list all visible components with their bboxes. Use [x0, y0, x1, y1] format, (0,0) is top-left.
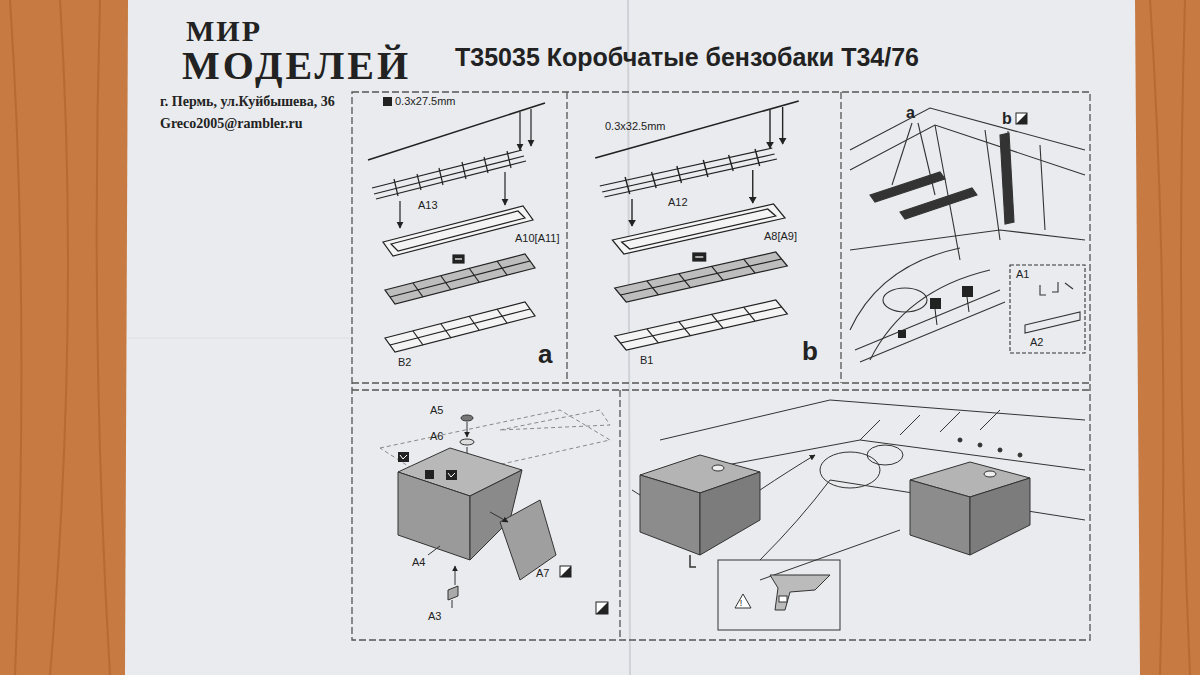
part-number: B2 [398, 356, 411, 368]
part-number: A7 [536, 567, 549, 579]
part-number: A3 [428, 610, 441, 622]
part-number: A2 [1030, 336, 1043, 348]
part-number: A1 [1016, 268, 1029, 280]
logo-text: МОДЕЛЕЙ [182, 44, 411, 88]
part-number: A5 [430, 404, 443, 416]
step-letter: a [906, 104, 915, 122]
dimension: 0.3x32.5mm [605, 120, 666, 132]
step-letter: a [538, 340, 552, 369]
part-number: A6 [430, 430, 443, 442]
dimension: 0.3x27.5mm [395, 95, 456, 107]
part-number: B1 [640, 354, 653, 366]
part-number: A4 [412, 556, 425, 568]
warning-mark: ! [740, 598, 743, 608]
sheet-title: T35035 Коробчатые бензобаки Т34/76 [455, 44, 919, 72]
address: г. Пермь, ул.Куйбышева, 36 [160, 94, 335, 109]
logo-text: МИР [186, 14, 262, 47]
part-number: A12 [668, 196, 688, 208]
step-letter: b [802, 337, 818, 366]
part-number: A10[A11] [515, 232, 559, 244]
email: Greco2005@rambler.ru [160, 116, 303, 131]
step-letter: b [1002, 110, 1012, 128]
part-number: A8[A9] [764, 230, 797, 242]
part-number: A13 [418, 199, 438, 211]
